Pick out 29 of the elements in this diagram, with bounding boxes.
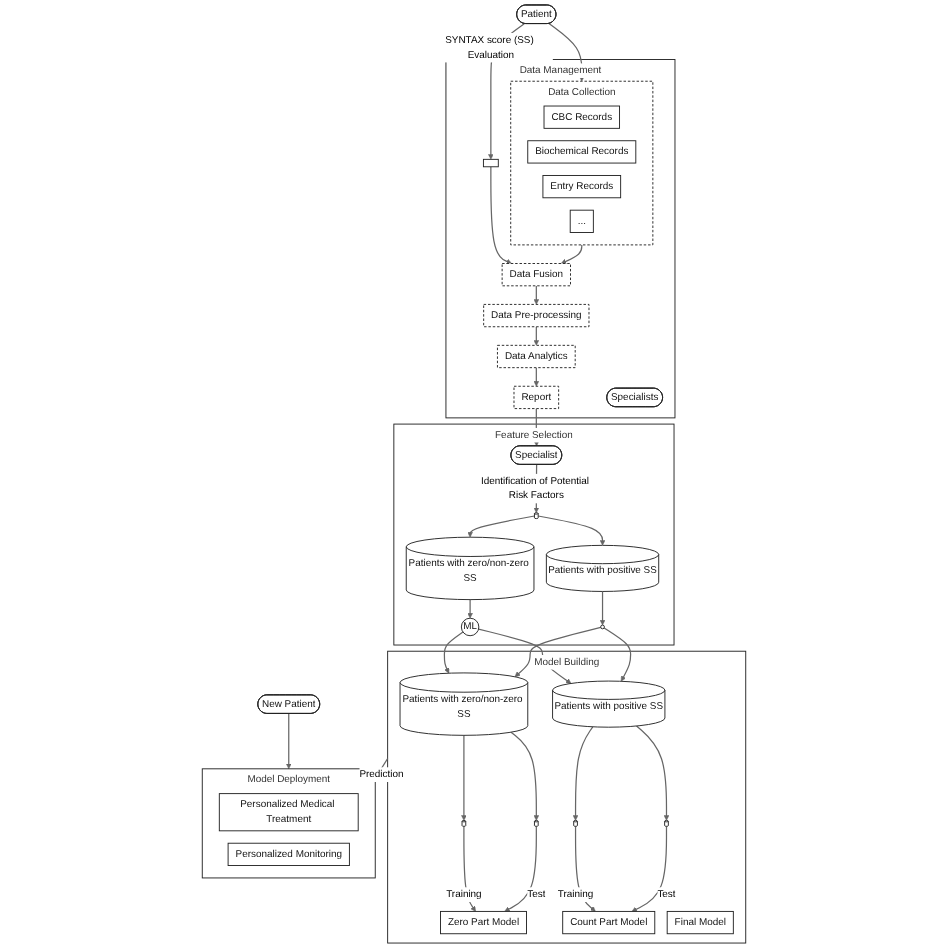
arrow xyxy=(443,631,464,674)
arrow xyxy=(510,731,540,821)
arrow xyxy=(286,712,292,770)
arrow xyxy=(533,285,540,305)
arrow xyxy=(514,626,602,677)
arrow xyxy=(574,825,596,912)
arrow xyxy=(560,244,583,264)
arrow xyxy=(533,367,540,387)
node-box xyxy=(482,158,499,168)
arrow xyxy=(467,515,536,538)
arrow xyxy=(603,627,632,682)
node-cylinder xyxy=(461,820,467,827)
arrow xyxy=(631,825,668,912)
arrow xyxy=(463,825,476,912)
node-cylinder xyxy=(534,512,539,520)
arrow xyxy=(504,825,537,912)
arrow xyxy=(461,734,467,821)
arrow xyxy=(478,628,572,684)
node-cylinder xyxy=(573,820,578,827)
arrow xyxy=(490,166,512,264)
arrow xyxy=(599,590,606,626)
arrow xyxy=(572,726,594,821)
node-brain xyxy=(600,624,605,630)
node-cylinder xyxy=(534,820,539,827)
arrow xyxy=(533,326,540,346)
node-cylinder xyxy=(664,820,669,827)
arrow xyxy=(635,725,670,821)
arrow xyxy=(467,599,473,619)
arrow xyxy=(537,515,606,546)
